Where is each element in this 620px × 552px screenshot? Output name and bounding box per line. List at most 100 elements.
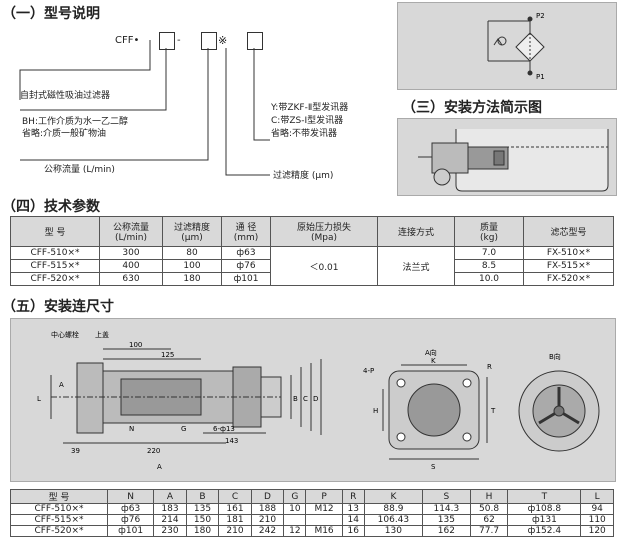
dims-th-model: 型 号	[10, 489, 108, 504]
cell-model: CFF-515×*	[10, 259, 100, 273]
tech-params-header-row: 型 号 公称流量(L/min) 过滤精度(μm) 通 径(mm) 原始压力损失(…	[10, 216, 614, 247]
th-flow: 公称流量(L/min)	[99, 216, 163, 247]
code-box-flow	[201, 32, 217, 50]
label-d220: 220	[147, 447, 160, 455]
tank-install-illustration	[418, 129, 609, 192]
dims-cell: 12	[283, 525, 307, 537]
dims-th-c: C	[218, 489, 252, 504]
dims-cell: 188	[250, 503, 285, 515]
legend-self-seal: 自封式磁性吸油过滤器	[20, 91, 111, 101]
th-element-label: 滤芯型号	[550, 228, 587, 238]
label-s: S	[431, 463, 436, 471]
label-center-thread: 中心螺栓	[51, 330, 79, 339]
cell-element: FX-515×*	[523, 259, 614, 273]
label-t: T	[490, 407, 496, 415]
th-model-label: 型 号	[44, 228, 66, 238]
dims-cell: 180	[185, 525, 220, 537]
cell-diameter: ф101	[221, 272, 271, 286]
hydraulic-symbol-panel: P2 P1	[397, 2, 617, 90]
th-pressure-unit: (Mpa)	[310, 233, 337, 243]
dims-cell: 130	[363, 525, 423, 537]
th-diameter: 通 径(mm)	[221, 216, 271, 247]
dims-cell: CFF-520×*	[10, 525, 108, 537]
cell-precision: 80	[162, 246, 222, 260]
cell-flow: 400	[99, 259, 163, 273]
tech-params-table: 型 号 公称流量(L/min) 过滤精度(μm) 通 径(mm) 原始压力损失(…	[10, 216, 614, 286]
label-h: H	[373, 407, 378, 415]
dims-cell: 106.43	[363, 514, 423, 526]
model-code-diagram: CFF• - ※ 自封式磁性吸油过滤器 BH:工作介质为水一乙二醇 省略:介质一…	[0, 0, 390, 190]
legend-y: Y:带ZKF-Ⅱ型发讯器	[271, 103, 349, 113]
th-diameter-unit: (mm)	[233, 233, 259, 243]
cell-weight: 10.0	[454, 272, 524, 286]
dims-cell: 10	[283, 503, 307, 515]
th-model: 型 号	[10, 216, 100, 247]
label-holes: 6-ф13	[213, 425, 235, 433]
dims-cell: 210	[218, 525, 252, 537]
th-pressure-label: 原始压力损失	[296, 223, 351, 233]
dims-th-b: B	[185, 489, 220, 504]
cell-precision: 100	[162, 259, 222, 273]
dims-th-a: A	[153, 489, 187, 504]
th-pressure: 原始压力损失(Mpa)	[270, 216, 378, 247]
th-precision-unit: (μm)	[181, 233, 203, 243]
dims-cell: 62	[469, 514, 509, 526]
dims-cell: 181	[218, 514, 252, 526]
dims-cell: 110	[580, 514, 614, 526]
dims-th-g: G	[283, 489, 307, 504]
cell-diameter: ф76	[221, 259, 271, 273]
dims-cell: 120	[580, 525, 614, 537]
cell-connection: 法兰式	[377, 246, 455, 286]
legend-bh-omit: 省略:介质一般矿物油	[22, 129, 107, 139]
dims-cell	[283, 514, 307, 526]
legend-omit: 省略:不带发讯器	[271, 129, 338, 139]
dims-cell: 162	[421, 525, 471, 537]
dims-cell: M12	[305, 503, 343, 515]
label-dim-n: N	[129, 425, 134, 433]
code-box-precision	[247, 32, 263, 50]
legend-flow: 公称流量 (L/min)	[44, 165, 115, 175]
label-dim-b: B	[293, 395, 298, 403]
dims-th-k: K	[363, 489, 423, 504]
label-dim-g: G	[181, 425, 186, 433]
dims-cell: 77.7	[469, 525, 509, 537]
dims-cell: ф101	[106, 525, 155, 537]
dims-cell: CFF-515×*	[10, 514, 108, 526]
th-weight-unit: (kg)	[480, 233, 498, 243]
dims-row: CFF-510×* ф63 183 135 161 188 10 M12 13 …	[10, 503, 614, 515]
dims-th-l: L	[580, 489, 614, 504]
dimension-drawing: 中心螺栓 上盖 100 125 L A B C D N G 6-ф13 39 2…	[37, 330, 600, 471]
cell-model: CFF-510×*	[10, 246, 100, 260]
cell-model: CFF-520×*	[10, 272, 100, 286]
dims-th-d: D	[250, 489, 285, 504]
dims-cell: ф152.4	[507, 525, 582, 537]
label-d143: 143	[225, 437, 238, 445]
install-dims-title: （五）安装连尺寸	[2, 299, 114, 315]
tech-params-row: CFF-520×* 630 180 ф101 10.0 FX-520×*	[10, 272, 614, 286]
label-dim-c: C	[303, 395, 308, 403]
dims-cell: ф131	[507, 514, 582, 526]
dims-th-h: H	[469, 489, 509, 504]
dims-cell: 16	[341, 525, 365, 537]
th-precision: 过滤精度(μm)	[162, 216, 222, 247]
cell-element: FX-520×*	[523, 272, 614, 286]
cell-diameter: ф63	[221, 246, 271, 260]
label-k: K	[431, 357, 436, 365]
dims-th-n: N	[106, 489, 155, 504]
dims-cell: 14	[341, 514, 365, 526]
dims-cell: 135	[421, 514, 471, 526]
dims-cell: CFF-510×*	[10, 503, 108, 515]
install-method-panel	[397, 118, 617, 196]
dims-cell: 114.3	[421, 503, 471, 515]
legend-c: C:带ZS-Ⅰ型发讯器	[271, 116, 344, 126]
install-method-title: （三）安装方法简示图	[402, 100, 542, 116]
dims-cell	[305, 514, 343, 526]
filter-symbol-icon: P2 P1	[487, 12, 545, 81]
dims-cell: 150	[185, 514, 220, 526]
th-connection-label: 连接方式	[397, 228, 434, 238]
label-dim-a: A	[59, 381, 64, 389]
label-view-b: B向	[549, 352, 561, 361]
dims-cell: 242	[250, 525, 285, 537]
th-weight: 质量(kg)	[454, 216, 524, 247]
cell-pressure-loss: ＜0.01	[270, 246, 378, 286]
